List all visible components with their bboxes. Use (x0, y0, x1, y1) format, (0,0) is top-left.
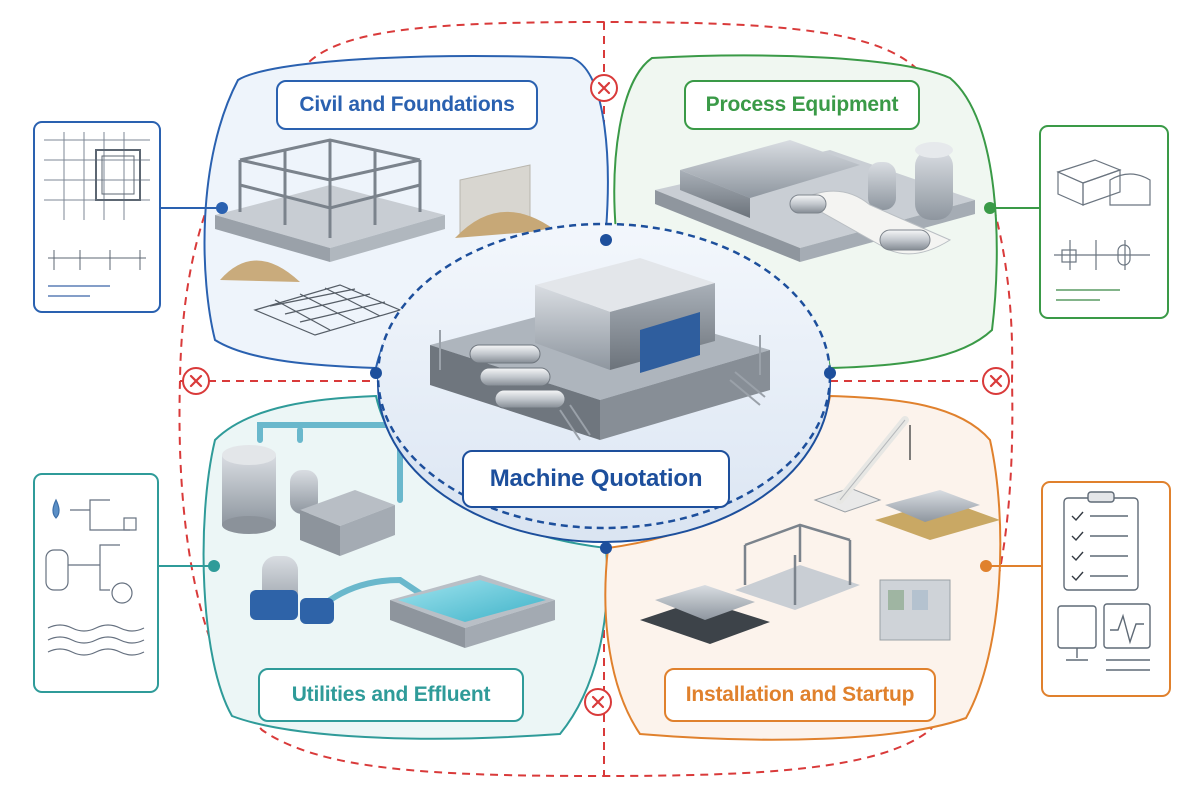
connector-dot-install (980, 560, 992, 572)
label-utilities-and-effluent: Utilities and Effluent (258, 668, 524, 722)
x-circle-icon (182, 367, 210, 395)
paper-machine-illustration (430, 258, 770, 441)
equipment-schematic-icon (1054, 159, 1151, 301)
x-circle-icon (590, 74, 618, 102)
connectors (158, 207, 1042, 567)
label-machine-quotation: Machine Quotation (462, 450, 730, 508)
side-card-process (1039, 125, 1169, 319)
connector-dot-process (984, 202, 996, 214)
civil-structure-illustration (215, 138, 555, 336)
hub-dot-left (370, 367, 382, 379)
label-civil-and-foundations: Civil and Foundations (276, 80, 538, 130)
process-equipment-illustration (655, 140, 975, 262)
checklist-monitor-icon (1057, 491, 1151, 671)
scope-boundary (178, 20, 1014, 778)
piping-diagram-icon (45, 498, 145, 656)
blueprint-drawing-icon (44, 132, 150, 297)
utilities-illustration (222, 422, 555, 648)
label-process-equipment: Process Equipment (684, 80, 920, 130)
x-circle-icon (584, 688, 612, 716)
x-circle-icon (982, 367, 1010, 395)
hub-dot-top (600, 234, 612, 246)
hub-dot-bottom (600, 542, 612, 554)
side-card-util (33, 473, 159, 693)
connector-dot-util (208, 560, 220, 572)
side-card-civil (33, 121, 161, 313)
label-installation-and-startup: Installation and Startup (664, 668, 936, 722)
side-card-install (1041, 481, 1171, 697)
installation-illustration (640, 416, 1000, 644)
connector-dot-civil (216, 202, 228, 214)
hub-dot-right (824, 367, 836, 379)
